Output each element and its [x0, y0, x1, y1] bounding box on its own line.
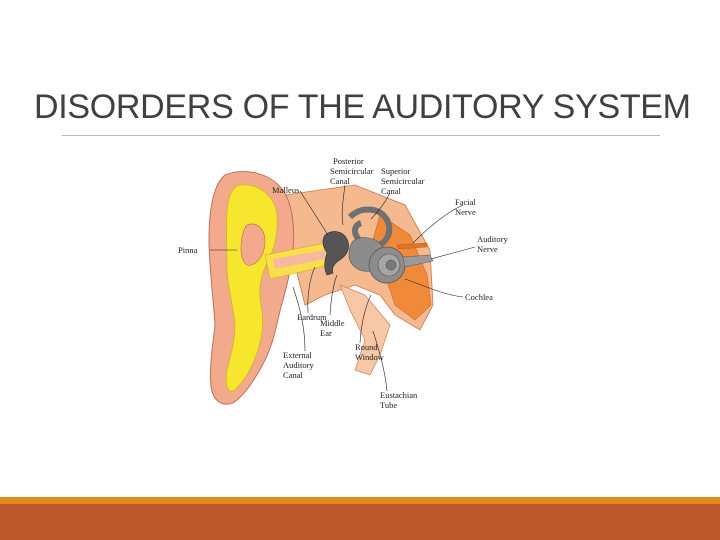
footer-bar: [0, 504, 720, 540]
auditory-nerve-shape: [402, 254, 434, 268]
label-malleus: Malleus: [272, 185, 299, 195]
label-middle-1: Middle: [320, 318, 345, 328]
concha-inner: [240, 223, 266, 266]
leader-lines: [210, 184, 476, 392]
label-posterior-2: Semicircular: [330, 166, 374, 176]
eustachian-tube-shape: [339, 284, 391, 376]
label-auditory-nerve-1: Auditory: [477, 234, 508, 244]
label-superior-3: Canal: [381, 186, 401, 196]
ear-diagram: Posterior Semicircular Canal Superior Se…: [165, 155, 525, 415]
facial-nerve-shape: [396, 242, 428, 250]
label-external-1: External: [283, 350, 312, 360]
cochlea-inner: [385, 259, 397, 271]
label-external-3: Canal: [283, 370, 303, 380]
footer-accent-bar: [0, 497, 720, 504]
label-auditory-nerve-2: Nerve: [477, 244, 498, 254]
label-superior-2: Semicircular: [381, 176, 425, 186]
label-pinna: Pinna: [178, 245, 198, 255]
label-cochlea: Cochlea: [465, 292, 493, 302]
label-round-2: Window: [355, 352, 385, 362]
label-facial-2: Nerve: [455, 207, 476, 217]
label-eustachian-2: Tube: [380, 400, 397, 410]
canal-lumen: [273, 250, 326, 269]
label-eardrum: Eardrum: [297, 312, 327, 322]
label-posterior-3: Canal: [330, 176, 350, 186]
label-posterior-1: Posterior: [333, 156, 364, 166]
label-round-1: Round: [355, 342, 378, 352]
label-middle-2: Ear: [320, 328, 332, 338]
label-facial-1: Facial: [455, 197, 476, 207]
label-superior-1: Superior: [381, 166, 410, 176]
slide-title: DISORDERS OF THE AUDITORY SYSTEM: [34, 88, 691, 126]
label-eustachian-1: Eustachian: [380, 390, 418, 400]
ossicles-shape: [322, 231, 349, 276]
title-divider: [62, 135, 660, 136]
label-external-2: Auditory: [283, 360, 314, 370]
ear-diagram-svg: Posterior Semicircular Canal Superior Se…: [178, 156, 508, 410]
